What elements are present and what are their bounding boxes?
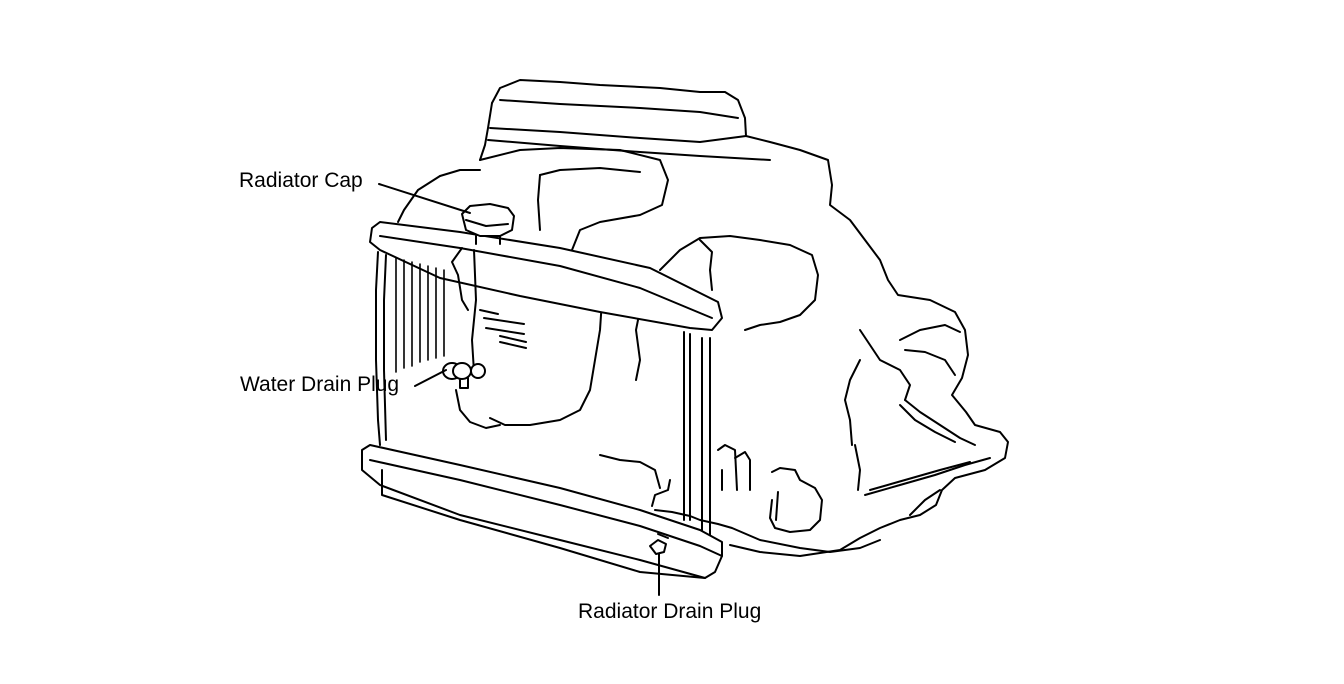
radiator-cap bbox=[461, 203, 515, 245]
radiator bbox=[361, 169, 723, 579]
water-drain-plug-leader bbox=[414, 369, 447, 387]
engine-block bbox=[479, 79, 1009, 557]
water-drain-plug bbox=[442, 362, 486, 389]
radiator-cap-label: Radiator Cap bbox=[239, 169, 363, 192]
radiator-drain-plug-label: Radiator Drain Plug bbox=[578, 600, 762, 623]
water-drain-plug-label: Water Drain Plug bbox=[240, 373, 400, 396]
radiator-cap-leader bbox=[378, 183, 471, 214]
radiator-drain-plug bbox=[649, 533, 669, 555]
